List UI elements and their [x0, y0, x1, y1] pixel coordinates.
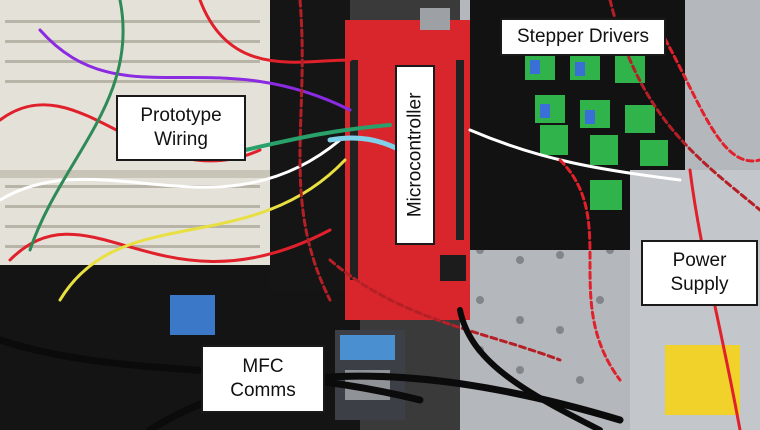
microcontroller-label: Microcontroller [395, 65, 435, 245]
plate-holes [476, 246, 644, 384]
power-supply-line1: Power [672, 250, 727, 272]
stepper-drivers-text: Stepper Drivers [517, 26, 649, 48]
prototype-wiring-label: Prototype Wiring [116, 95, 246, 161]
mfc-comms-line2: Comms [230, 380, 296, 401]
mcu-chip [440, 255, 466, 281]
mfc-comms-line1: MFC [242, 356, 284, 378]
power-supply-line2: Supply [670, 274, 729, 295]
prototype-wiring-line2: Wiring [154, 129, 208, 150]
mcu-usb-port [420, 8, 450, 30]
prototype-wiring-line1: Prototype [140, 105, 222, 127]
microcontroller-text: Microcontroller [404, 92, 426, 218]
power-supply-label [665, 345, 740, 415]
mfc-adapter-blue [340, 335, 395, 360]
stepper-drivers-label: Stepper Drivers [500, 18, 666, 56]
stepper-driver-switches [530, 60, 595, 124]
blue-module [170, 295, 215, 335]
power-supply-label-box: Power Supply [641, 240, 758, 306]
mcu-headers [350, 60, 464, 280]
breadboard-divider [0, 170, 270, 178]
mfc-comms-label: MFC Comms [201, 345, 325, 413]
